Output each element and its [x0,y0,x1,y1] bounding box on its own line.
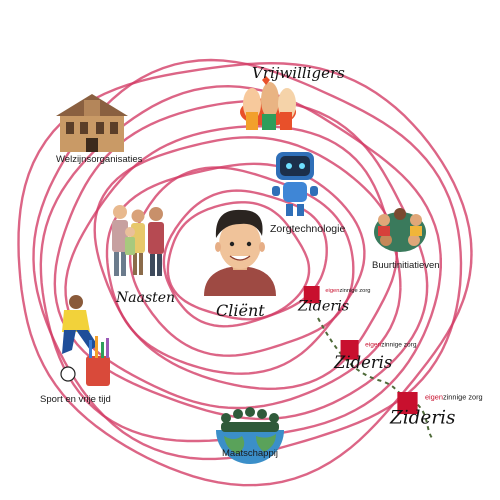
svg-text:Zideris: Zideris [333,353,392,372]
spiral-rings [17,58,473,487]
node-sport: Sport en vrije tijd [40,295,111,405]
zorgtech-label: Zorgtechnologie [270,223,345,235]
robot-icon [272,152,318,216]
spiral-ring [32,58,463,461]
naasten-label: Naasten [115,290,175,306]
sport-label: Sport en vrije tijd [40,394,111,405]
spiral-ring [162,189,328,328]
zideris-logo-1: eigenzinnige zorg Zideris [297,286,370,314]
welzijn-label: Welzijnsorganisaties [56,154,143,165]
node-client: Cliënt [204,209,276,320]
vrijwilligers-label: Vrijwilligers [252,64,345,82]
football-player-icon [60,295,110,386]
zideris-logo-3: eigenzinnige zorg Zideris [389,392,483,428]
node-naasten: Naasten [112,205,175,306]
building-icon [56,94,128,152]
svg-text:eigenzinnige zorg: eigenzinnige zorg [425,392,483,401]
raised-hands-icon [240,76,296,130]
spiral-ring [17,61,473,487]
svg-text:eigenzinnige zorg: eigenzinnige zorg [325,288,370,294]
spiral-ring [53,99,429,421]
maatschappij-label: Maatschappij [222,448,278,459]
spiral-ring [39,84,443,443]
buurt-label: Buurtinitiatieven [372,260,440,271]
node-buurt: Buurtinitiatieven [372,208,440,271]
node-maatschappij: Maatschappij [216,407,284,464]
svg-text:eigenzinnige zorg: eigenzinnige zorg [365,342,417,349]
globe-people-icon [216,407,284,464]
client-label: Cliënt [216,301,265,320]
svg-text:Zideris: Zideris [297,298,349,314]
family-icon [112,205,164,276]
client-avatar-icon [204,209,276,296]
zideris-logo-2: eigenzinnige zorg Zideris [333,340,417,372]
node-welzijn: Welzijnsorganisaties [56,94,143,165]
group-hug-icon [374,208,426,252]
spiral-ring [64,124,402,410]
node-vrijwilligers: Vrijwilligers [240,64,345,130]
spiral-ring [105,162,366,375]
node-zorgtech: Zorgtechnologie [270,152,345,235]
svg-text:Zideris: Zideris [389,407,455,428]
